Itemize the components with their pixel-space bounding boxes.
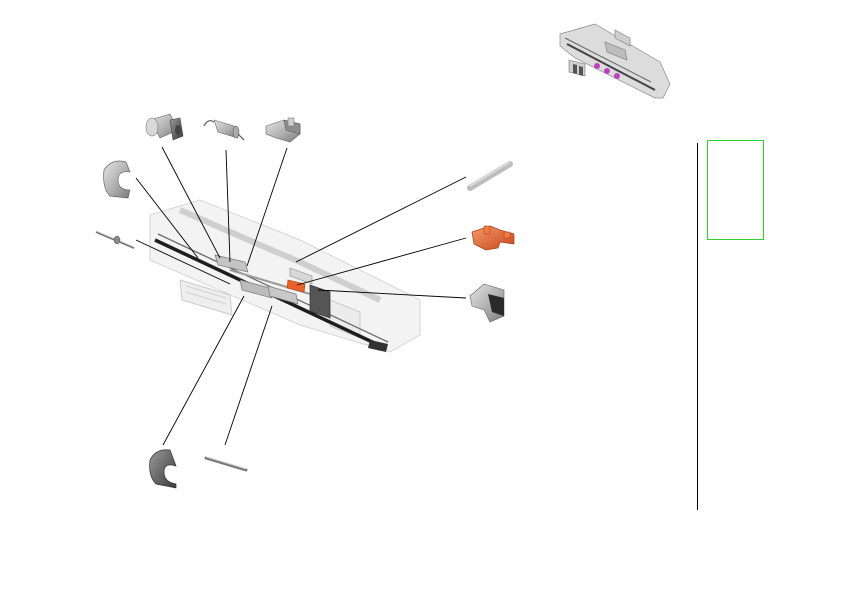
- locator-marker: [604, 68, 610, 74]
- guide-rod-part: [467, 161, 513, 191]
- locator-marker: [614, 73, 620, 79]
- c-clip-upper-part: [103, 160, 131, 199]
- leader-line: [246, 147, 288, 267]
- leader-line: [135, 239, 231, 285]
- leader-lines: [135, 146, 467, 446]
- torsion-spring-part: [203, 119, 245, 141]
- leader-line: [225, 149, 231, 263]
- leader-line: [161, 146, 221, 259]
- sidebar-divider: [697, 143, 698, 510]
- leader-line: [135, 177, 199, 259]
- locator-marker: [594, 63, 600, 69]
- bushing-part: [145, 113, 184, 141]
- shaft-pin-part: [95, 230, 135, 249]
- highlight-box: [707, 140, 764, 240]
- leader-line: [296, 237, 467, 286]
- c-clip-lower-part: [149, 449, 177, 489]
- leader-line: [295, 176, 467, 263]
- locator-thumbnail: [559, 23, 671, 99]
- bracket-part: [265, 117, 301, 143]
- main-assembly: [149, 199, 421, 353]
- leader-line: [162, 295, 245, 446]
- leader-line: [317, 289, 467, 299]
- orange-lever-part: [471, 225, 515, 251]
- flat-spring-part: [204, 456, 248, 472]
- leader-line: [224, 305, 273, 446]
- hinge-plate-part: [469, 283, 505, 323]
